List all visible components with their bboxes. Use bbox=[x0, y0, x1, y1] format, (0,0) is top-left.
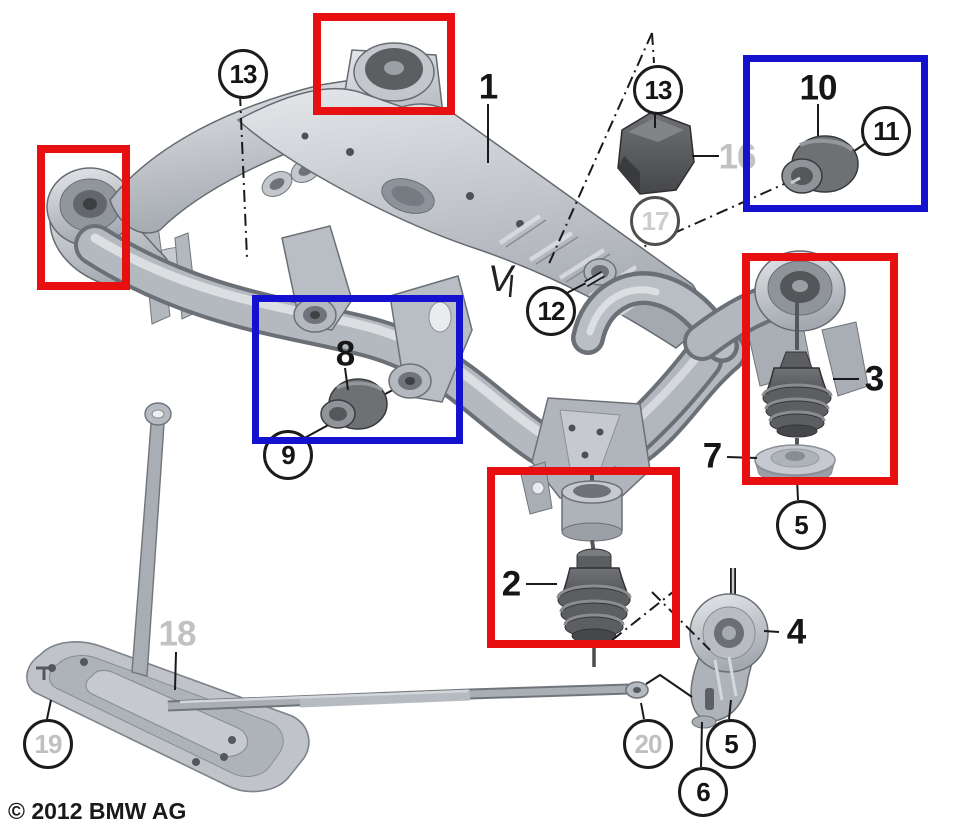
callout-2[interactable]: 2 bbox=[501, 564, 521, 604]
callout-6[interactable]: 6 bbox=[678, 767, 728, 817]
vibration-damper-16 bbox=[617, 107, 695, 195]
callout-10[interactable]: 10 bbox=[799, 68, 838, 108]
callout-19[interactable]: 19 bbox=[23, 719, 73, 769]
callout-8[interactable]: 8 bbox=[335, 334, 355, 374]
rubber-mount-3 bbox=[761, 300, 833, 452]
callout-13-upper-right[interactable]: 13 bbox=[633, 65, 683, 115]
bracket-4 bbox=[645, 568, 769, 729]
highlight-box-blue-bushing-8-9 bbox=[252, 295, 463, 444]
callout-11[interactable]: 11 bbox=[861, 106, 911, 156]
view-direction-mark: V bbox=[488, 258, 516, 299]
highlight-box-red-left-mount bbox=[37, 145, 130, 290]
callout-18[interactable]: 18 bbox=[158, 614, 197, 654]
bushing-10 bbox=[781, 135, 859, 194]
washer-7 bbox=[754, 444, 836, 484]
copyright-notice: © 2012 BMW AG bbox=[8, 798, 187, 824]
highlight-box-red-center-mount bbox=[487, 467, 680, 648]
callout-13-top-left[interactable]: 13 bbox=[218, 49, 268, 99]
highlight-box-red-right-mount bbox=[742, 253, 898, 485]
callout-12[interactable]: 12 bbox=[526, 286, 576, 336]
bushing-8 bbox=[320, 378, 388, 430]
leader-lines bbox=[46, 32, 859, 768]
callout-1[interactable]: 1 bbox=[478, 67, 498, 107]
callout-20[interactable]: 20 bbox=[623, 719, 673, 769]
highlight-box-blue-bushing-10-11 bbox=[743, 55, 928, 212]
callout-17[interactable]: 17 bbox=[630, 196, 680, 246]
callout-7[interactable]: 7 bbox=[702, 436, 722, 476]
reinforcement-plate bbox=[26, 641, 310, 793]
rubber-mount-2 bbox=[556, 548, 632, 667]
callout-3[interactable]: 3 bbox=[864, 359, 884, 399]
callout-4[interactable]: 4 bbox=[786, 612, 806, 652]
callout-16[interactable]: 16 bbox=[718, 137, 757, 177]
callout-5-upper[interactable]: 5 bbox=[776, 500, 826, 550]
callout-5-lower[interactable]: 5 bbox=[706, 719, 756, 769]
strut-brace-rod bbox=[131, 402, 649, 712]
highlight-box-red-top-mount bbox=[313, 13, 455, 115]
